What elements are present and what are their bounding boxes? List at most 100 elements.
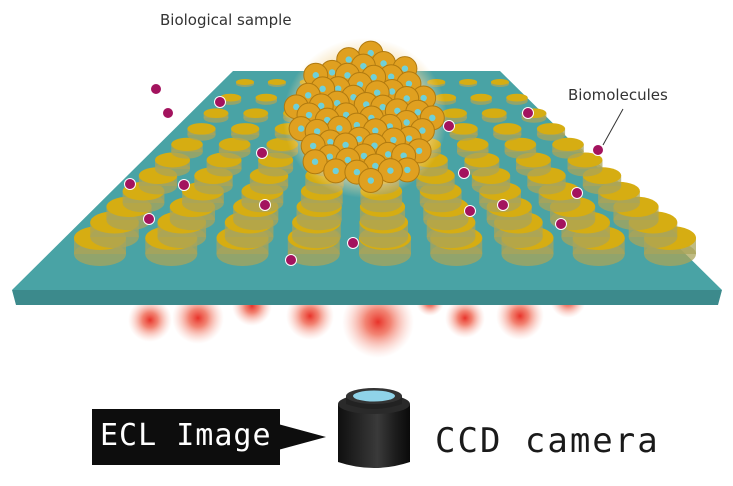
cell-nucleus <box>297 125 305 132</box>
biomolecule <box>458 167 470 179</box>
cell-nucleus <box>332 167 339 175</box>
electrode-top <box>218 137 251 151</box>
biomolecule <box>443 120 455 132</box>
cell-nucleus <box>360 62 367 70</box>
electrode-top <box>187 123 216 135</box>
cell-nucleus <box>387 167 394 174</box>
cell-nucleus <box>319 85 326 93</box>
electrode-top <box>267 79 286 85</box>
ecl-image-label: ECL Image <box>100 418 272 453</box>
cell-nucleus <box>342 141 349 149</box>
electrode-top <box>231 123 260 135</box>
cell-nucleus <box>403 119 410 126</box>
cell-nucleus <box>429 114 436 122</box>
biomolecules <box>124 83 604 266</box>
biomolecule <box>497 199 509 211</box>
cell-nucleus <box>372 162 379 170</box>
cell-nucleus <box>333 99 341 107</box>
cell-nucleus <box>394 107 401 115</box>
cell-nucleus <box>384 151 392 158</box>
cell-nucleus <box>388 88 396 95</box>
cell-nucleus <box>350 94 357 101</box>
cell-nucleus <box>360 152 368 160</box>
cell-nucleus <box>313 128 321 135</box>
cell-nucleus <box>380 60 387 67</box>
cell-nucleus <box>400 152 407 159</box>
ccd-camera-label: CCD camera <box>435 421 660 461</box>
cell-nucleus <box>328 69 336 76</box>
biomolecule <box>464 205 476 217</box>
electrode-top <box>255 93 278 102</box>
cell-nucleus <box>334 85 342 92</box>
cell-nucleus <box>405 80 413 87</box>
electrode-top <box>243 108 269 118</box>
cell-nucleus <box>326 153 333 160</box>
cell-nucleus <box>312 72 319 79</box>
biological-sample-label: Biological sample <box>160 11 292 29</box>
cell-nucleus <box>342 111 350 119</box>
electrode-top <box>442 108 467 118</box>
ecl-spot <box>128 298 172 342</box>
cell-nucleus <box>293 103 300 111</box>
electrode-top <box>456 137 489 151</box>
electrode-top <box>470 93 492 102</box>
biomolecule <box>178 179 190 191</box>
biological-sample <box>283 38 447 198</box>
ecl-image-box <box>92 409 280 465</box>
cell-nucleus <box>336 125 343 132</box>
biomolecules-leader-line <box>602 108 624 146</box>
biomolecule <box>150 83 162 95</box>
biomolecules-label: Biomolecules <box>568 86 668 104</box>
biomolecule <box>124 178 136 190</box>
cell-nucleus <box>311 158 319 165</box>
cell-nucleus <box>404 166 411 174</box>
cell-nucleus <box>379 103 387 111</box>
cell-nucleus <box>344 72 351 79</box>
electrode-top <box>171 137 203 151</box>
electrode-top <box>449 123 478 135</box>
cell-nucleus <box>390 136 397 144</box>
cell-nucleus <box>420 94 427 102</box>
cell-nucleus <box>353 168 361 176</box>
electrode-top <box>459 79 478 85</box>
cell-nucleus <box>387 73 395 80</box>
biomolecule <box>259 199 271 211</box>
cell-nucleus <box>367 49 374 57</box>
cell-nucleus <box>344 156 352 164</box>
electrode-top <box>203 108 229 118</box>
biomolecule <box>143 213 155 225</box>
electrode-top <box>504 137 537 151</box>
cell-nucleus <box>415 147 423 155</box>
cell-nucleus <box>367 177 374 184</box>
cell-nucleus <box>304 92 312 99</box>
electrode-top <box>536 123 566 135</box>
cell-nucleus <box>414 108 421 116</box>
biomolecule <box>214 96 226 108</box>
pointer-arrow-icon <box>278 424 326 450</box>
cell-nucleus <box>370 74 377 81</box>
cell-nucleus <box>401 65 409 72</box>
biomolecule <box>592 144 604 156</box>
cell-nucleus <box>305 111 313 119</box>
biomolecule <box>522 107 534 119</box>
cell-nucleus <box>372 127 379 134</box>
electrode-top <box>491 79 509 85</box>
cell-nucleus <box>309 142 317 150</box>
cell-nucleus <box>373 89 381 96</box>
biomolecule <box>285 254 297 266</box>
biomolecule <box>347 237 359 249</box>
electrode-top <box>552 137 584 151</box>
cell-nucleus <box>327 138 334 146</box>
cell-nucleus <box>355 135 363 143</box>
electrode-top <box>481 108 507 118</box>
biomolecule <box>555 218 567 230</box>
electrode-array <box>74 79 696 266</box>
cell-nucleus <box>403 95 410 102</box>
electrode-top <box>506 93 528 102</box>
electrode-top <box>236 79 254 85</box>
ccd-camera-icon <box>338 388 410 468</box>
cell-nucleus <box>318 102 325 110</box>
electrode-top <box>493 123 522 135</box>
cell-nucleus <box>345 56 352 63</box>
